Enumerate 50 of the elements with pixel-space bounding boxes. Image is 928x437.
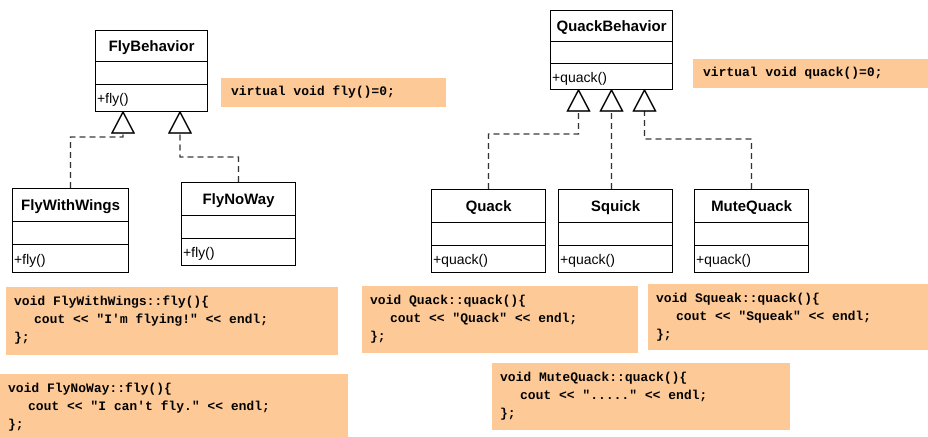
code-line: cout << "....." << endl; bbox=[519, 387, 708, 405]
code-line: }; bbox=[8, 416, 24, 434]
code-note bbox=[0, 374, 348, 437]
code-line: }; bbox=[656, 326, 672, 344]
code-note bbox=[6, 287, 338, 355]
realization-arrow bbox=[168, 111, 240, 182]
code-line: void Quack::quack(){ bbox=[370, 292, 526, 310]
code-line: cout << "Squeak" << endl; bbox=[675, 308, 872, 326]
code-line: cout << "I can't fly." << endl; bbox=[27, 398, 270, 416]
code-note bbox=[693, 59, 928, 88]
realization-arrow bbox=[70, 111, 135, 188]
code-line: void MuteQuack::quack(){ bbox=[500, 369, 688, 387]
code-line: cout << "Quack" << endl; bbox=[389, 310, 578, 328]
class-box bbox=[558, 189, 673, 273]
code-line: }; bbox=[370, 328, 386, 346]
class-box bbox=[95, 30, 208, 112]
class-box bbox=[12, 188, 129, 273]
class-name: FlyNoWay bbox=[202, 190, 274, 208]
class-box bbox=[181, 182, 296, 266]
class-name: Squick bbox=[590, 198, 640, 214]
code-line: cout << "I'm flying!" << endl; bbox=[33, 311, 268, 329]
class-name: Quack bbox=[466, 198, 512, 214]
code-note bbox=[492, 363, 790, 430]
code-note bbox=[648, 284, 928, 350]
code-line: }; bbox=[500, 405, 516, 423]
class-box bbox=[550, 10, 673, 90]
code-line: void FlyWithWings::fly(){ bbox=[14, 293, 210, 311]
method-name: +quack() bbox=[559, 251, 615, 267]
method-name: +quack() bbox=[432, 251, 488, 267]
class-name: QuackBehavior bbox=[556, 18, 667, 34]
code-line: void FlyNoWay::fly(){ bbox=[8, 380, 172, 398]
method-name: +quack() bbox=[551, 68, 607, 84]
code-line: virtual void quack()=0; bbox=[703, 64, 882, 82]
method-name: +fly() bbox=[182, 244, 214, 260]
code-note bbox=[221, 78, 446, 107]
realization-arrow bbox=[488, 89, 590, 189]
realization-arrow bbox=[600, 89, 624, 189]
code-line: virtual void fly()=0; bbox=[231, 83, 395, 101]
class-name: MuteQuack bbox=[711, 198, 792, 214]
class-name: FlyWithWings bbox=[21, 196, 120, 214]
method-name: +quack() bbox=[695, 251, 751, 267]
class-box bbox=[431, 189, 546, 273]
method-name: +fly() bbox=[96, 90, 128, 106]
code-line: void Squeak::quack(){ bbox=[656, 290, 820, 308]
class-name: FlyBehavior bbox=[108, 38, 194, 54]
code-note bbox=[362, 286, 638, 353]
code-line: }; bbox=[14, 329, 30, 347]
class-box bbox=[694, 189, 809, 273]
method-name: +fly() bbox=[13, 250, 46, 266]
realization-arrow bbox=[632, 89, 752, 189]
